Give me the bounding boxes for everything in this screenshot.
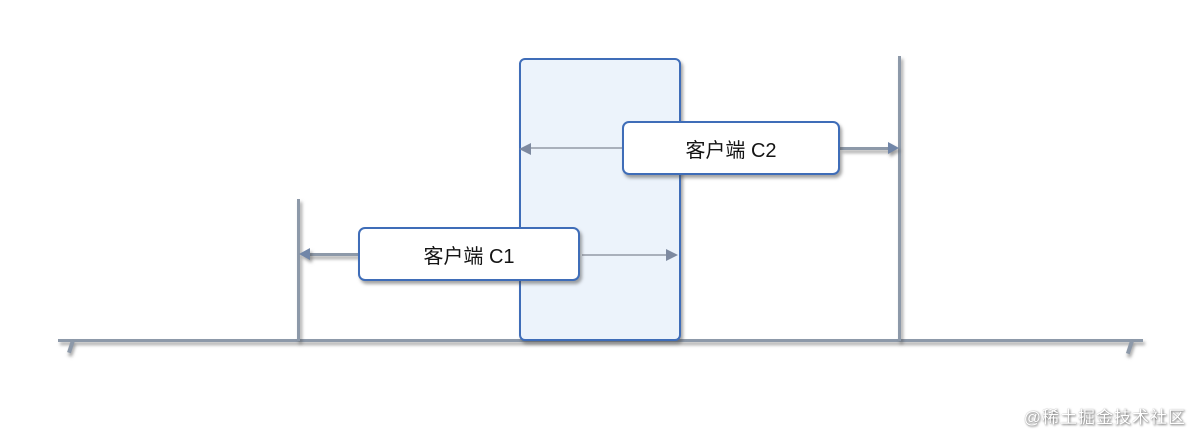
arrow-left-junction-icon <box>299 248 310 260</box>
node-client-c1-label: 客户端 C1 <box>423 245 515 268</box>
arrow-left-icon <box>519 143 531 155</box>
right-timeline <box>898 56 901 341</box>
node-client-c1: 客户端 C1 <box>358 227 580 281</box>
node-client-c2: 客户端 C2 <box>622 121 840 175</box>
arrow-right-junction-icon <box>888 142 899 154</box>
edge-c1-to-left-timeline <box>308 253 358 256</box>
node-client-c2-label: 客户端 C2 <box>685 139 777 162</box>
arrow-right-icon <box>666 249 678 261</box>
central-store-box <box>519 58 681 341</box>
edge-c2-to-store <box>529 147 622 149</box>
left-timeline <box>297 199 300 341</box>
edge-c2-to-right-timeline <box>840 147 890 150</box>
edge-c1-to-store <box>582 254 668 256</box>
watermark: @稀土掘金技术社区 <box>1023 408 1186 427</box>
